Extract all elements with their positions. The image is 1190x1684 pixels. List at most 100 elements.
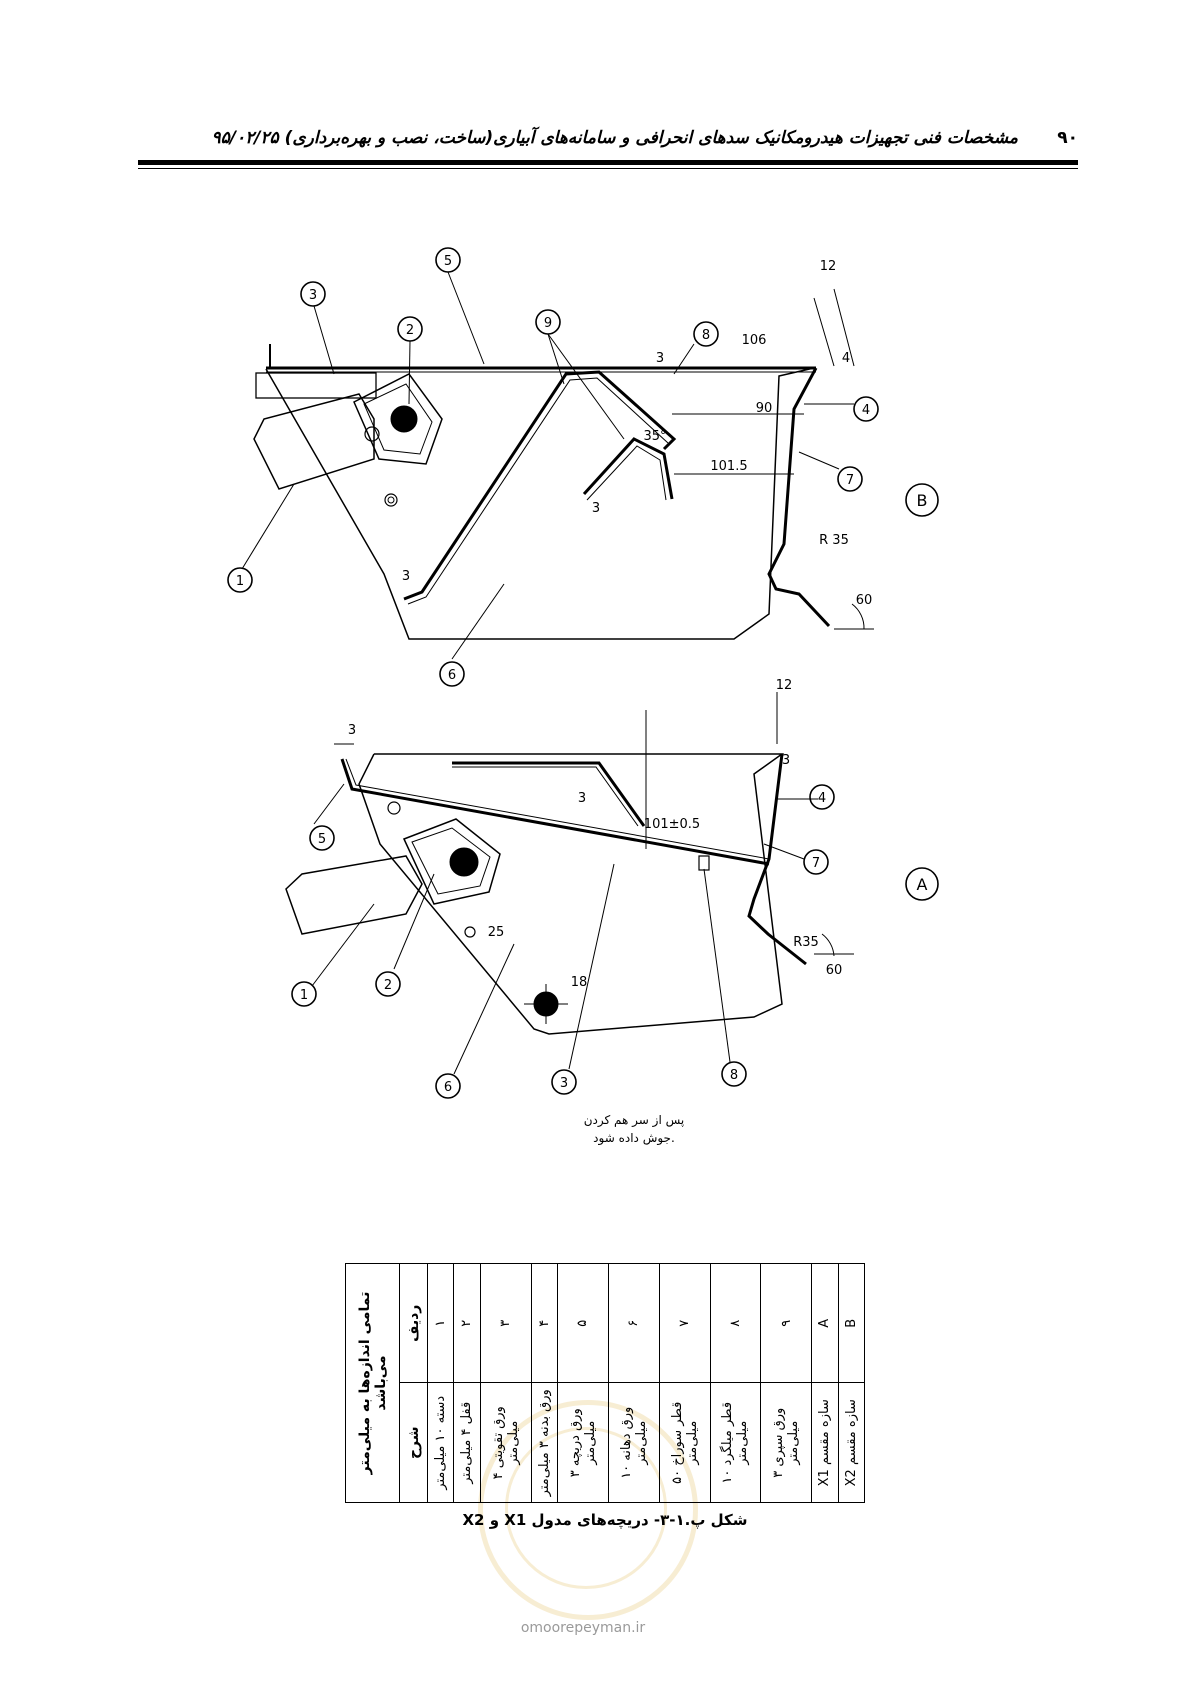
- row-number: ۳: [480, 1263, 532, 1383]
- a-balloon-8: 8: [721, 1061, 747, 1087]
- table-title: تمامی اندازه‌ها به میلی‌متر می‌باشد: [345, 1263, 400, 1503]
- row-number: ۸: [710, 1263, 761, 1383]
- table-title-row: تمامی اندازه‌ها به میلی‌متر می‌باشد: [345, 1263, 400, 1503]
- a-balloon-1: 1: [291, 981, 317, 1007]
- a-balloon-4-text: 4: [818, 791, 826, 806]
- b-dim-4: 4: [842, 351, 850, 366]
- a-dim-12: 12: [776, 678, 793, 693]
- running-title: مشخصات فنی تجهیزات هیدرومکانیک سدهای انح…: [211, 128, 1018, 148]
- b-balloon-6: 6: [439, 661, 465, 687]
- b-view-label: B: [917, 491, 928, 510]
- view-a-figure: [285, 692, 854, 1075]
- view-b-figure: [241, 271, 874, 660]
- col-desc-header: شرح: [399, 1383, 428, 1503]
- a-dim-25: 25: [488, 925, 505, 940]
- row-number: ۱: [427, 1263, 454, 1383]
- b-balloon-5: 5: [435, 247, 461, 273]
- row-number: ۷: [659, 1263, 711, 1383]
- row-number: ۹: [760, 1263, 812, 1383]
- row-desc: ورق سپری ۳ میلی‌متر: [760, 1383, 812, 1503]
- a-dim-3b: 3: [578, 791, 586, 806]
- b-balloon-7: 7: [837, 466, 863, 492]
- drawing-render: 1 3 2 5 9 8 4 7 6 B 12 106 4 3 90 35° 10…: [194, 244, 1038, 1237]
- page-number: ۹۰: [1057, 128, 1078, 148]
- row-desc: سازه مقسم X2: [838, 1383, 865, 1503]
- row-desc: قطر سوراخ ۵۰ میلی‌متر: [659, 1383, 711, 1503]
- b-balloon-3: 3: [300, 281, 326, 307]
- b-balloon-9-text: 9: [544, 316, 552, 331]
- watermark-ring: [478, 1400, 698, 1620]
- b-balloon-1: 1: [227, 567, 253, 593]
- a-balloon-5-text: 5: [318, 832, 326, 847]
- b-balloon-8: 8: [693, 321, 719, 347]
- row-number: ۵: [557, 1263, 609, 1383]
- b-balloon-2: 2: [397, 316, 423, 342]
- row-number: A: [811, 1263, 839, 1383]
- a-balloon-5: 5: [309, 825, 335, 851]
- a-view-label: A: [917, 875, 928, 894]
- a-balloon-4: 4: [809, 784, 835, 810]
- a-balloon-6-text: 6: [444, 1080, 452, 1095]
- header-rule-thin: [138, 168, 1078, 169]
- row-desc: قطر میلگرد ۱۰ میلی‌متر: [710, 1383, 761, 1503]
- b-dim-3a: 3: [656, 351, 664, 366]
- a-dim-r35: R35: [793, 935, 819, 950]
- watermark-site: omoorepeyman.ir: [520, 1620, 646, 1636]
- a-balloon-3: 3: [551, 1069, 577, 1095]
- page-header: ۹۰ مشخصات فنی تجهیزات هیدرومکانیک سدهای …: [138, 128, 1078, 158]
- b-dim-3b: 3: [592, 501, 600, 516]
- a-weld-note-1: پس از سر هم کردن: [584, 1113, 685, 1128]
- a-balloon-2: 2: [375, 971, 401, 997]
- row-desc: ورق بدنه ۳ میلی‌متر: [531, 1383, 558, 1503]
- b-balloon-5-text: 5: [444, 254, 452, 269]
- b-balloon-3-text: 3: [309, 288, 317, 303]
- row-number: ۲: [453, 1263, 481, 1383]
- view-b-dims: 12 106 4 3 90 35° 101.5 3 3 R 35 60: [402, 259, 872, 608]
- b-view-circle: B: [905, 483, 939, 517]
- a-dim-101: 101±0.5: [644, 817, 700, 832]
- a-dim-18: 18: [571, 975, 588, 990]
- a-balloon-7-text: 7: [812, 856, 820, 871]
- figure-caption: شکل پ.۱-۳- دریچه‌های مدول X1 و X2: [462, 1511, 748, 1529]
- b-balloon-6-text: 6: [448, 668, 456, 683]
- parts-table-rotated: تمامی اندازه‌ها به میلی‌متر می‌باشد ردیف…: [345, 1263, 865, 1503]
- b-dim-90: 90: [756, 401, 773, 416]
- parts-table: تمامی اندازه‌ها به میلی‌متر می‌باشد ردیف…: [345, 1263, 865, 1503]
- a-dim-3a: 3: [348, 723, 356, 738]
- a-balloon-7: 7: [803, 849, 829, 875]
- a-view-circle: A: [905, 867, 939, 901]
- a-balloon-8-text: 8: [730, 1068, 738, 1083]
- row-number: B: [838, 1263, 865, 1383]
- row-desc: سازه مقسم X1: [811, 1383, 839, 1503]
- col-row-header: ردیف: [399, 1263, 428, 1383]
- row-desc: ورق دریچه ۳ میلی‌متر: [557, 1383, 609, 1503]
- b-dim-12: 12: [820, 259, 837, 274]
- b-balloon-4: 4: [853, 396, 879, 422]
- b-balloon-1-text: 1: [236, 574, 244, 589]
- a-balloon-2-text: 2: [384, 978, 392, 993]
- b-balloon-8-text: 8: [702, 328, 710, 343]
- view-b-balloons: 1 3 2 5 9 8 4 7 6 B: [227, 247, 939, 687]
- view-a-dims: 3 3 12 3 101±0.5 25 18 R35 60 پس از سر ه…: [348, 678, 842, 1146]
- a-weld-note-2: جوش داده شود.: [593, 1131, 675, 1146]
- a-balloon-6: 6: [435, 1073, 461, 1099]
- row-desc: قفل ۴ میلی‌متر: [453, 1383, 481, 1503]
- a-dim-3c: 3: [782, 753, 790, 768]
- row-number: ۴: [531, 1263, 558, 1383]
- b-balloon-4-text: 4: [862, 403, 870, 418]
- b-dim-1015: 101.5: [710, 459, 747, 474]
- a-balloon-1-text: 1: [300, 988, 308, 1003]
- view-a-balloons: 5 1 2 6 3 8 7 4 A: [291, 784, 939, 1099]
- b-balloon-7-text: 7: [846, 473, 854, 488]
- a-balloon-3-text: 3: [560, 1076, 568, 1091]
- table-header-row: ردیف شرح: [399, 1263, 428, 1503]
